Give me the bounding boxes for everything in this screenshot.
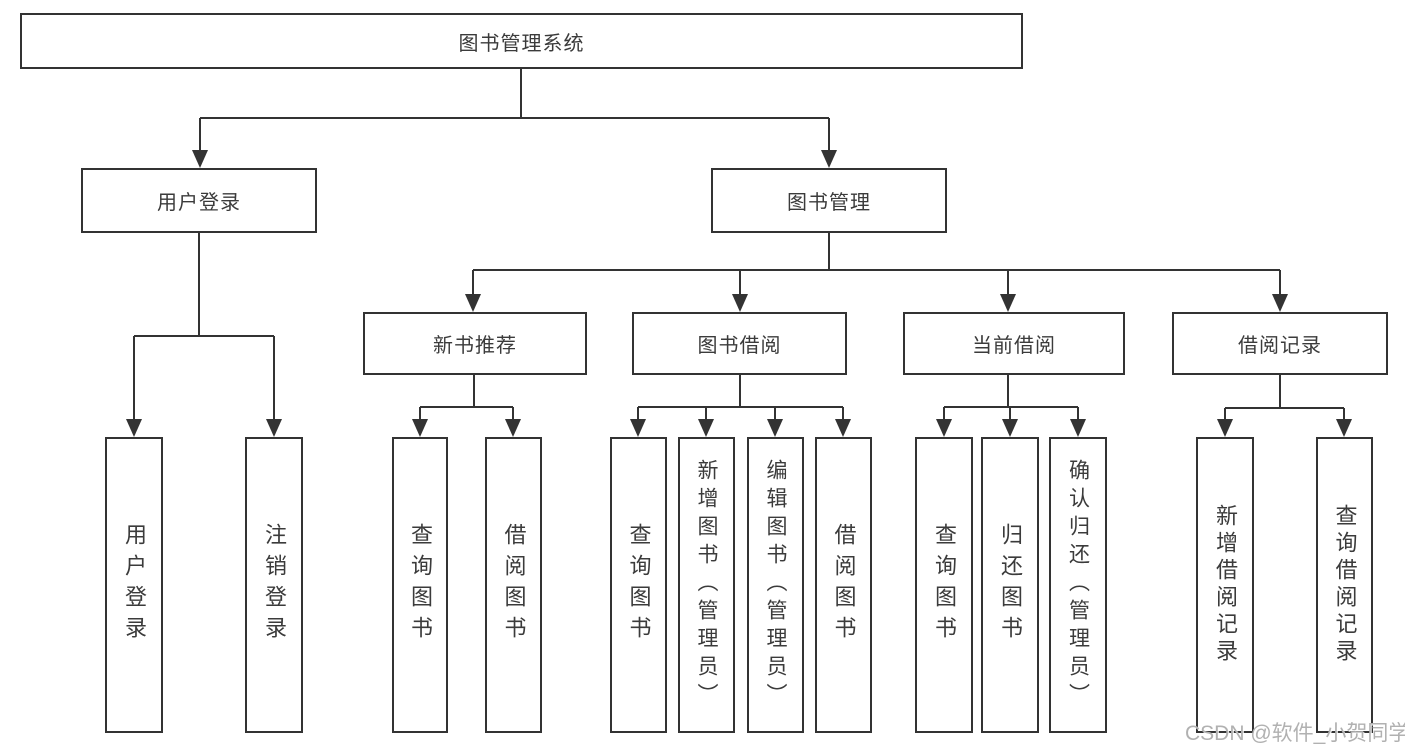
arrow-down-icon <box>821 150 837 168</box>
connector-userlogin-to-leaves <box>133 233 275 420</box>
arrow-down-icon <box>1336 419 1352 437</box>
leaf-logout: 注销登录 <box>245 437 303 733</box>
node-current-borrowing: 当前借阅 <box>903 312 1125 375</box>
leaf-label: 用户登录 <box>122 523 147 647</box>
arrow-down-icon <box>1217 419 1233 437</box>
arrow-down-icon <box>936 419 952 437</box>
node-user-login: 用户登录 <box>81 168 317 233</box>
leaf-label: 借阅图书 <box>831 523 857 647</box>
arrow-down-icon <box>266 419 282 437</box>
arrow-down-icon <box>630 419 646 437</box>
arrow-down-icon <box>698 419 714 437</box>
leaf-label: 新增借阅记录 <box>1213 504 1238 666</box>
node-label: 用户登录 <box>157 192 241 214</box>
node-label: 图书借阅 <box>697 335 782 357</box>
node-book-management: 图书管理 <box>711 168 947 233</box>
node-label: 图书管理系统 <box>458 32 585 55</box>
arrow-down-icon <box>835 419 851 437</box>
leaf-borrow-books-1: 借阅图书 <box>485 437 542 733</box>
leaf-label: 查询图书 <box>932 523 957 647</box>
arrow-down-icon <box>412 419 428 437</box>
leaf-query-books-3: 查询图书 <box>915 437 973 733</box>
leaf-label: 新增图书（管理员） <box>695 459 718 711</box>
arrow-down-icon <box>465 294 481 312</box>
leaf-add-borrow-record: 新增借阅记录 <box>1196 437 1254 733</box>
connector-current-to-leaves <box>943 375 1079 420</box>
connector-root-to-level2 <box>199 69 830 151</box>
arrow-down-icon <box>1272 294 1288 312</box>
leaf-edit-book-admin: 编辑图书（管理员） <box>747 437 804 733</box>
leaf-user-login: 用户登录 <box>105 437 163 733</box>
leaf-label: 编辑图书（管理员） <box>764 459 787 711</box>
leaf-label: 查询图书 <box>626 523 652 647</box>
leaf-query-books-2: 查询图书 <box>610 437 667 733</box>
node-label: 图书管理 <box>787 192 871 214</box>
node-label: 借阅记录 <box>1238 335 1322 357</box>
node-label: 当前借阅 <box>972 335 1056 357</box>
leaf-label: 借阅图书 <box>501 523 527 647</box>
arrow-down-icon <box>767 419 783 437</box>
leaf-label: 确认归还（管理员） <box>1066 459 1090 711</box>
node-library-system: 图书管理系统 <box>20 13 1023 69</box>
leaf-label: 查询借阅记录 <box>1332 504 1358 666</box>
connector-records-to-leaves <box>1224 375 1345 420</box>
connector-newbook-to-leaves <box>419 375 514 420</box>
leaf-return-books: 归还图书 <box>981 437 1039 733</box>
connector-borrowing-to-leaves <box>637 375 844 420</box>
leaf-query-books-1: 查询图书 <box>392 437 448 733</box>
leaf-label: 归还图书 <box>998 523 1023 647</box>
arrow-down-icon <box>192 150 208 168</box>
watermark-text: CSDN @软件_小贺同学 <box>1185 722 1405 745</box>
connector-bookmgmt-to-level3 <box>472 233 1281 296</box>
leaf-add-book-admin: 新增图书（管理员） <box>678 437 735 733</box>
arrow-down-icon <box>1002 419 1018 437</box>
arrow-down-icon <box>505 419 521 437</box>
leaf-borrow-books-2: 借阅图书 <box>815 437 872 733</box>
leaf-label: 查询图书 <box>408 523 433 647</box>
leaf-confirm-return-admin: 确认归还（管理员） <box>1049 437 1107 733</box>
node-borrowing-records: 借阅记录 <box>1172 312 1388 375</box>
leaf-label: 注销登录 <box>262 523 287 647</box>
arrow-down-icon <box>126 419 142 437</box>
node-new-book-recommend: 新书推荐 <box>363 312 587 375</box>
arrow-down-icon <box>1000 294 1016 312</box>
arrow-down-icon <box>732 294 748 312</box>
arrow-down-icon <box>1070 419 1086 437</box>
node-label: 新书推荐 <box>433 335 517 357</box>
node-book-borrowing: 图书借阅 <box>632 312 847 375</box>
leaf-query-borrow-record: 查询借阅记录 <box>1316 437 1373 733</box>
